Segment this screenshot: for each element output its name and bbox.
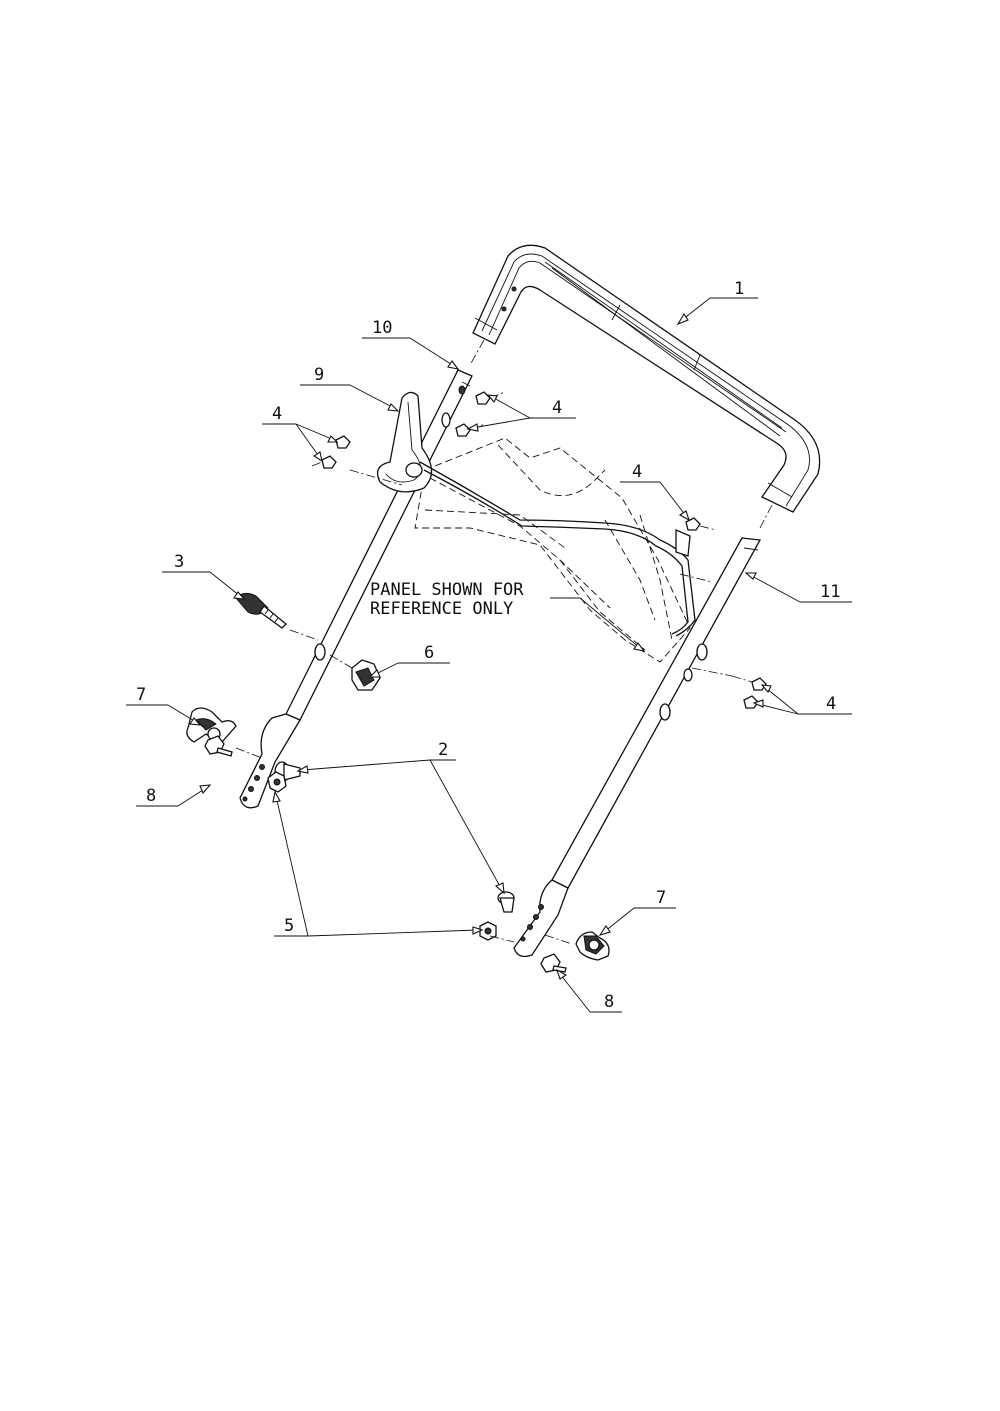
wing-knob-left-part-7 [186, 707, 237, 743]
callout-10: 10 [372, 318, 392, 338]
knob-part-6 [329, 654, 381, 691]
nut-right-part-5 [479, 921, 497, 941]
upper-handle-part-1 [469, 244, 821, 529]
bolt-left-part-8 [204, 735, 233, 757]
callout-9: 9 [314, 365, 324, 385]
fastener-group-right-part-4 [685, 517, 717, 531]
callout-8-left: 8 [146, 786, 156, 806]
callout-1: 1 [734, 279, 744, 299]
callout-5: 5 [284, 916, 294, 936]
fastener-group-lower-right-part-4 [731, 675, 767, 709]
control-rod [419, 461, 696, 637]
leader-lines [126, 297, 852, 1013]
callout-7-right: 7 [656, 888, 666, 908]
pin-right-part-2 [497, 891, 515, 913]
callout-labels: 1 10 9 4 4 4 11 4 3 6 7 8 2 5 7 8 [136, 279, 840, 1012]
fastener-group-upper-left-part-4 [455, 391, 506, 437]
right-tube-part-11 [513, 537, 762, 958]
fastener-group-left-part-4 [311, 435, 351, 469]
callout-8-right: 8 [604, 992, 614, 1012]
callout-7-left: 7 [136, 685, 146, 705]
cable-guide-part-9 [376, 391, 433, 493]
reference-panel [414, 437, 691, 663]
callout-11: 11 [820, 582, 840, 602]
bolt-right-part-8 [540, 953, 567, 973]
callout-6: 6 [424, 643, 434, 663]
nut-left-part-5 [267, 771, 287, 793]
callout-4-right: 4 [632, 462, 642, 482]
callout-4-upper: 4 [552, 398, 562, 418]
callout-4-lower-right: 4 [826, 694, 836, 714]
wing-knob-right-part-7 [575, 931, 610, 961]
note-line-1: PANEL SHOWN FOR [370, 580, 524, 600]
panel-reference-note: PANEL SHOWN FOR REFERENCE ONLY [370, 580, 524, 619]
callout-2: 2 [438, 740, 448, 760]
note-line-2: REFERENCE ONLY [370, 599, 513, 619]
callout-4-left: 4 [272, 404, 282, 424]
callout-3: 3 [174, 552, 184, 572]
